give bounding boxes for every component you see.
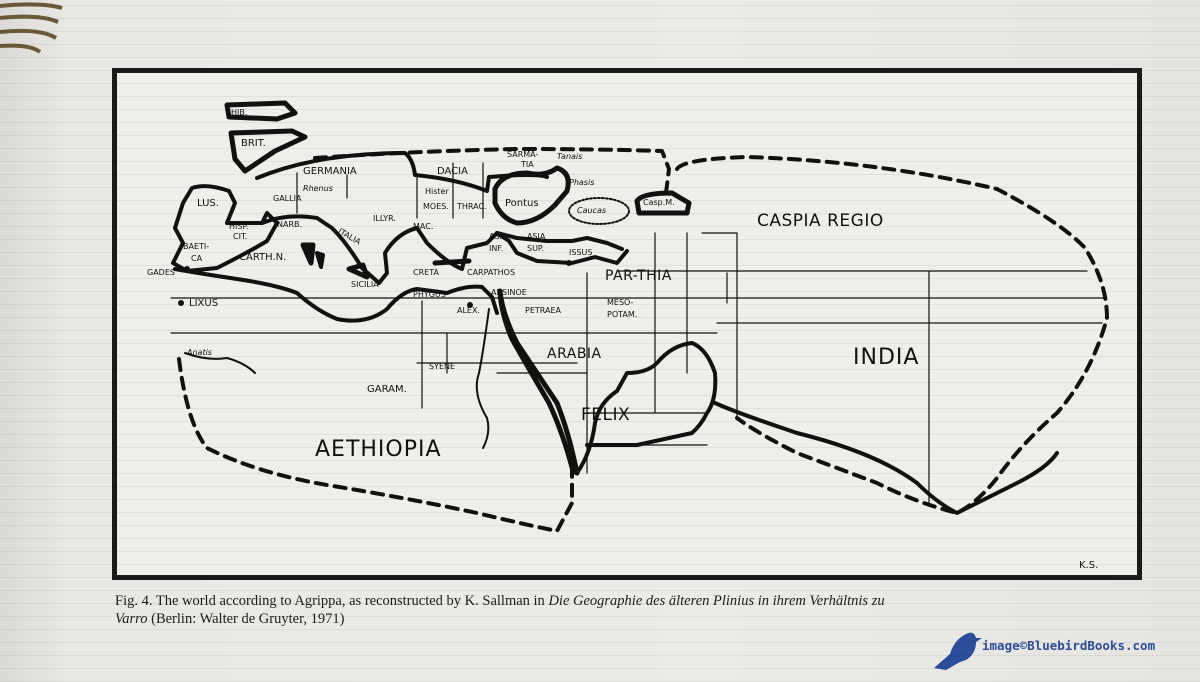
label-casp-m: Casp.M. [643, 198, 675, 207]
britannia-island [228, 128, 308, 174]
iberia-coast [171, 184, 279, 273]
label-anatis: Anatis [187, 348, 212, 357]
bluebird-icon [934, 632, 982, 670]
hibernia-island [224, 100, 298, 122]
label-asia-sup-b: SUP. [527, 244, 545, 253]
label-hib: HIB. [231, 108, 248, 117]
asia-minor-coast [495, 231, 624, 251]
label-mac: MAC. [413, 222, 434, 231]
label-gades: GADES [147, 268, 175, 277]
label-felix: FELIX [581, 405, 631, 425]
anatis-river [184, 352, 256, 374]
label-cit: CIT. [233, 232, 248, 241]
label-asia-inf-b: INF. [489, 244, 504, 253]
label-narb: NARB. [277, 220, 303, 229]
label-potam: POTAM. [607, 310, 638, 319]
label-phygus: PHYGUS [413, 290, 446, 299]
label-sarmatia: SARMA- [507, 150, 539, 159]
india-south-coast [713, 401, 1059, 515]
label-asia-sup-a: ASIA [527, 232, 546, 241]
lixus-dot [178, 300, 184, 306]
label-creta: CRETA [413, 268, 439, 277]
caption-italic-title: Die Geographie des älteren Plinius in ih… [548, 593, 885, 609]
label-petraea: PETRAEA [525, 306, 561, 315]
gades-dot [184, 266, 190, 272]
map-drawing [170, 100, 1109, 533]
label-carpathos: CARPATHOS [467, 268, 516, 277]
label-moes: MOES. [423, 202, 449, 211]
caspian-sea [634, 190, 692, 216]
label-arabia: ARABIA [547, 346, 602, 362]
label-syene: SYENE [429, 362, 456, 371]
label-garam: GARAM. [367, 384, 407, 395]
label-illyr: ILLYR. [373, 214, 396, 223]
label-thrac: THRAC. [457, 202, 487, 211]
label-caucasus: Caucas [577, 206, 607, 215]
spiral-binding-icon [0, 2, 63, 54]
label-hisp: HISP. [229, 222, 249, 231]
sardinia-island [300, 242, 316, 266]
label-baetica-2: CA [191, 254, 203, 263]
med-north-coast [260, 214, 629, 285]
label-hister: Hister [425, 187, 449, 196]
caption-tail: (Berlin: Walter de Gruyter, 1971) [147, 611, 345, 627]
label-sicilia: SICILIA [351, 280, 379, 289]
label-carthago: CARTH.N. [239, 252, 287, 263]
label-brit: BRIT. [241, 138, 266, 149]
sicilia-island [346, 262, 370, 280]
label-lixus: LIXUS [189, 298, 219, 309]
label-germania: GERMANIA [303, 166, 357, 177]
north-coast [255, 151, 549, 193]
label-meso: MESO- [607, 298, 634, 307]
label-caspia-regio: CASPIA REGIO [757, 211, 884, 231]
map-frame: HIB. BRIT. GERMANIA DACIA SARMA- TIA Tan… [112, 68, 1142, 580]
red-sea [497, 288, 580, 476]
label-alex: ALEX. [457, 306, 481, 315]
caption-lead: Fig. 4. The world according to Agrippa, … [115, 593, 549, 609]
figure-caption: Fig. 4. The world according to Agrippa, … [115, 592, 1125, 628]
corsica-island [315, 251, 325, 269]
label-rhenus: Rhenus [303, 184, 333, 193]
label-dacia: DACIA [437, 166, 468, 177]
pontus-sea [492, 165, 571, 226]
africa-north-coast [173, 267, 499, 323]
alex-dot [467, 302, 473, 308]
label-baetica: BAETI- [183, 242, 210, 251]
issus-dot [566, 260, 572, 266]
label-gallia: GALLIA [273, 194, 302, 203]
label-tanais: Tanais [557, 152, 583, 161]
label-india: INDIA [853, 345, 920, 370]
label-sarmatia-2: TIA [521, 160, 534, 169]
label-phasis: Phasis [569, 178, 595, 187]
label-asia-inf-a: ASIA [489, 232, 508, 241]
label-parthia: PAR-THIA [605, 268, 672, 284]
label-issus: ISSUS [569, 248, 593, 257]
caucasus-mountains [568, 197, 630, 225]
creta-island [432, 258, 472, 266]
label-lus: LUS. [197, 198, 219, 209]
watermark-text: image©BluebirdBooks.com [982, 638, 1156, 653]
label-pontus: Pontus [505, 198, 539, 209]
label-arsinoe: ARSINOE [491, 288, 527, 297]
nile-river [475, 308, 490, 449]
label-aethiopia: AETHIOPIA [315, 437, 442, 462]
label-ks-signature: K.S. [1079, 560, 1099, 571]
caption-italic-varro: Varro [115, 611, 148, 627]
